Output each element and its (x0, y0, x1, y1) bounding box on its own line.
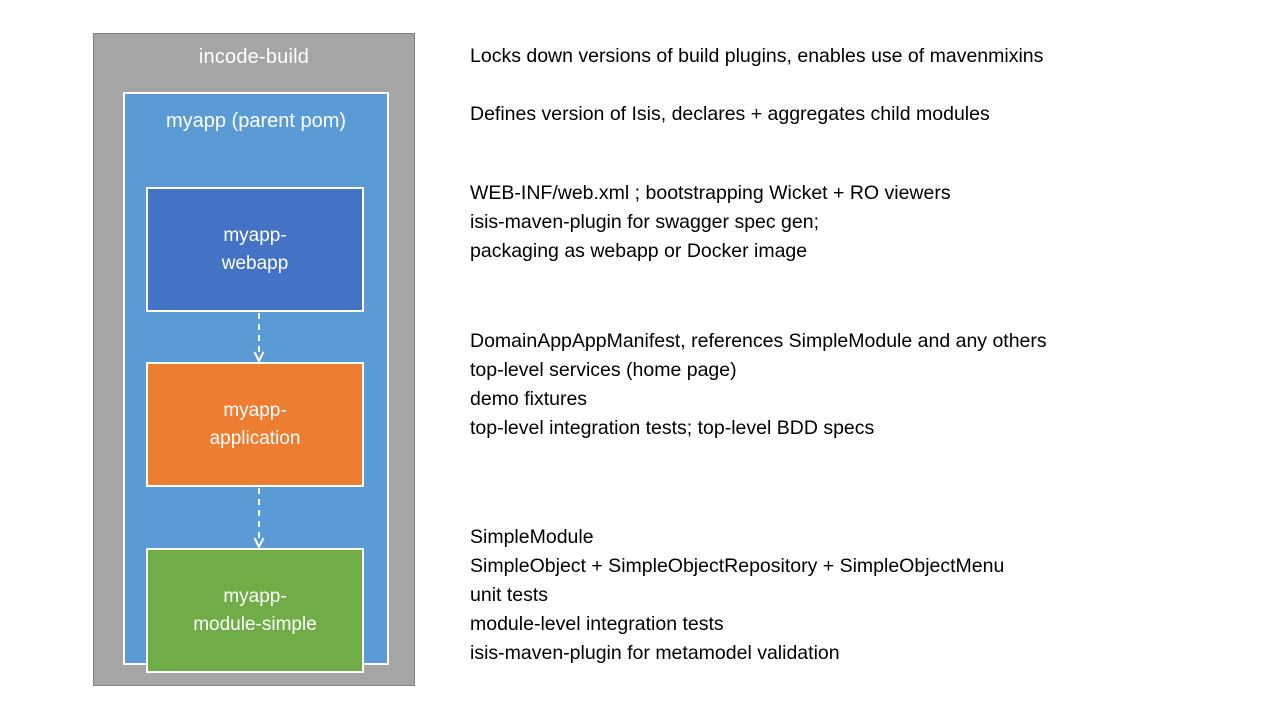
arrow-line (258, 488, 260, 538)
arrow-application-to-module-simple (253, 488, 265, 549)
arrow-webapp-to-application (253, 313, 265, 363)
module-box-myapp-application[interactable]: myapp- application (146, 362, 364, 487)
build-container: incode-build myapp (parent pom) myapp- w… (93, 33, 415, 686)
arrow-line (258, 313, 260, 352)
note-myapp-application: DomainAppAppManifest, references SimpleM… (470, 330, 1047, 439)
module-label-myapp-webapp: myapp- webapp (221, 224, 289, 274)
module-label-myapp-module-simple: myapp- module-simple (193, 585, 317, 635)
note-myapp-module-simple: SimpleModule SimpleObject + SimpleObject… (470, 526, 1005, 664)
module-box-myapp-webapp[interactable]: myapp- webapp (146, 187, 364, 312)
parent-pom-title: myapp (parent pom) (165, 110, 347, 132)
note-myapp-webapp: WEB-INF/web.xml ; bootstrapping Wicket +… (470, 182, 951, 262)
build-container-title: incode-build (198, 46, 310, 68)
module-box-myapp-module-simple[interactable]: myapp- module-simple (146, 548, 364, 673)
module-label-myapp-application: myapp- application (209, 399, 301, 449)
note-build-container: Locks down versions of build plugins, en… (470, 45, 1044, 67)
parent-pom-container: myapp (parent pom) myapp- webapp myapp- … (123, 92, 389, 673)
note-parent-pom: Defines version of Isis, declares + aggr… (470, 103, 990, 125)
